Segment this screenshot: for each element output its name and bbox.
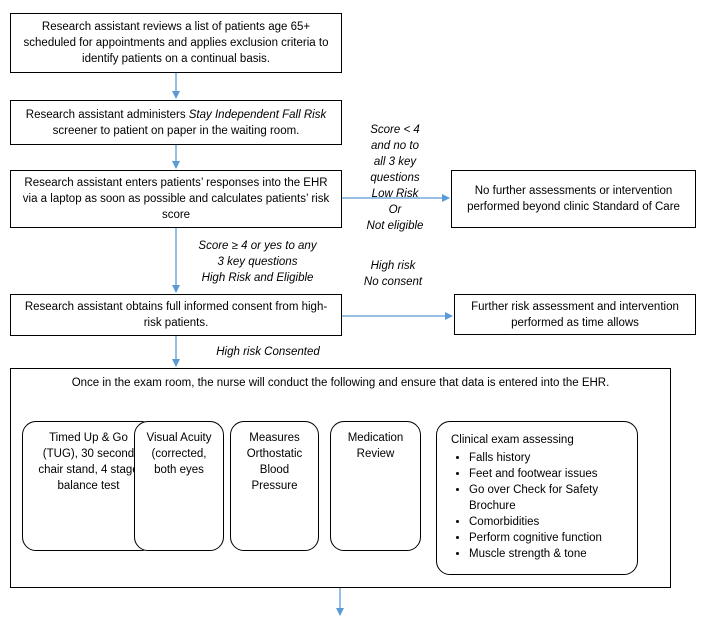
high-risk-consented-label: High risk Consented	[216, 346, 320, 358]
exam-intro-text: Once in the exam room, the nurse will co…	[71, 377, 610, 389]
test-box-tug: Timed Up & Go (TUG), 30 second chair sta…	[22, 421, 155, 551]
test-box-visual-acuity: Visual Acuity (corrected, both eyes	[134, 421, 224, 551]
step4-informed-consent: Research assistant obtains full informed…	[10, 294, 342, 336]
step2-text: Research assistant administers Stay Inde…	[25, 108, 327, 137]
test-box-medication-review: Medication Review	[330, 421, 421, 551]
step1-review-patients: Research assistant reviews a list of pat…	[10, 13, 342, 73]
no-further-text: No further assessments or intervention p…	[467, 185, 680, 213]
step3-text: Research assistant enters patients’ resp…	[22, 177, 330, 221]
list-item: Comorbidities	[469, 514, 627, 530]
step1-text: Research assistant reviews a list of pat…	[23, 21, 329, 65]
no-consent-label: High risk No consent	[363, 260, 423, 288]
step2-administer-screener: Research assistant administers Stay Inde…	[10, 100, 342, 145]
list-item: Feet and footwear issues	[469, 466, 627, 482]
low-risk-label: Score < 4 and no to all 3 key questions …	[366, 124, 424, 232]
list-item: Muscle strength & tone	[469, 546, 627, 562]
clinical-exam-content: Clinical exam assessing Falls history Fe…	[451, 432, 627, 562]
step4-text: Research assistant obtains full informed…	[24, 301, 328, 329]
test-medication-review-text: Medication Review	[347, 432, 404, 460]
clinical-exam-title: Clinical exam assessing	[451, 434, 574, 446]
clinical-exam-box: Clinical exam assessing Falls history Fe…	[436, 421, 638, 575]
further-risk-text: Further risk assessment and intervention…	[471, 300, 679, 329]
step3-enter-responses: Research assistant enters patients’ resp…	[10, 170, 342, 228]
high-risk-eligible-label: Score ≥ 4 or yes to any 3 key questions …	[198, 240, 317, 284]
test-tug-text: Timed Up & Go (TUG), 30 second chair sta…	[38, 432, 139, 492]
list-item: Go over Check for Safety Brochure	[469, 482, 627, 514]
test-visual-acuity-text: Visual Acuity (corrected, both eyes	[146, 432, 212, 476]
further-risk-box: Further risk assessment and intervention…	[454, 294, 696, 335]
test-box-orthostatic-bp: Measures Orthostatic Blood Pressure	[230, 421, 319, 551]
clinical-exam-list: Falls history Feet and footwear issues G…	[451, 450, 627, 562]
list-item: Perform cognitive function	[469, 530, 627, 546]
no-further-assessment-box: No further assessments or intervention p…	[451, 170, 696, 228]
test-orthostatic-bp-text: Measures Orthostatic Blood Pressure	[246, 432, 303, 492]
list-item: Falls history	[469, 450, 627, 466]
